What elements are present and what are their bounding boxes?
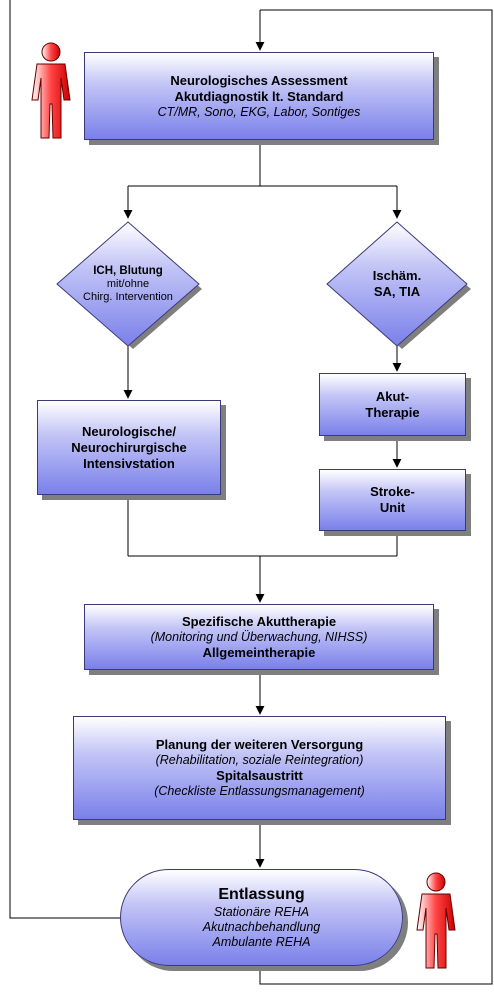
decision-ich-title: ICH, Blutung — [93, 265, 163, 277]
branch-connectors — [123, 346, 402, 468]
spezifisch-title: Spezifische Akuttherapie — [181, 613, 337, 629]
entlassung-title: Entlassung — [218, 886, 305, 903]
stroke-unit-line1: Stroke- — [370, 484, 415, 499]
assessment-title: Neurologisches Assessment — [170, 72, 348, 88]
entlassung-terminal: Entlassung Stationäre REHA Akutnachbehan… — [120, 869, 403, 966]
decision-isch-line1: Ischäm. — [372, 268, 422, 283]
feedback-loop-connector — [255, 9, 493, 985]
planung-detail: (Rehabilitation, soziale Reintegration) — [155, 753, 364, 767]
decision-ich-line3: Chirg. Intervention — [83, 291, 173, 303]
entlassung-line2: Akutnachbehandlung — [202, 920, 321, 934]
decision-isch-line2: SA, TIA — [373, 284, 421, 299]
stroke-unit-box: Stroke- Unit — [319, 469, 466, 531]
left-loop-connector — [9, 0, 128, 919]
assessment-detail: CT/MR, Sono, EKG, Labor, Sontiges — [157, 104, 361, 119]
decision-ich-line2: mit/ohne — [106, 278, 150, 290]
spezifische-akuttherapie-box: Spezifische Akuttherapie (Monitoring und… — [84, 604, 434, 670]
intensiv-line3: Intensivstation — [83, 455, 175, 471]
merge-connector — [127, 495, 398, 603]
planung-footer: Spitalsaustritt — [216, 768, 303, 783]
decision-diamond-isch — [326, 221, 471, 349]
decision-ich-label: ICH, Blutung mit/ohne Chirg. Interventio… — [60, 258, 196, 310]
spezifisch-detail: (Monitoring und Überwachung, NIHSS) — [150, 629, 368, 644]
spezifisch-footer: Allgemeintherapie — [202, 644, 316, 660]
akuttherapie-line2: Therapie — [365, 404, 420, 420]
entlassung-line1: Stationäre REHA — [213, 905, 310, 919]
decision-isch-label: Ischäm. SA, TIA — [337, 264, 457, 304]
decision-diamond-ich — [56, 221, 202, 349]
planung-footer-detail: (Checkliste Entlassungsmanagement) — [154, 784, 365, 798]
intensiv-line1: Neurologische/ — [82, 423, 176, 439]
intensivstation-box: Neurologische/ Neurochirurgische Intensi… — [37, 400, 221, 495]
akuttherapie-line1: Akut- — [375, 388, 410, 404]
person-figure-icon — [416, 872, 456, 969]
planung-box: Planung der weiteren Versorgung (Rehabil… — [73, 716, 446, 820]
assessment-box: Neurologisches Assessment Akutdiagnostik… — [84, 52, 434, 140]
akuttherapie-box: Akut- Therapie — [319, 373, 466, 436]
split-connector — [123, 140, 402, 219]
stroke-unit-line2: Unit — [379, 500, 406, 515]
person-figure-icon — [31, 42, 71, 139]
intensiv-line2: Neurochirurgische — [71, 439, 187, 455]
planung-title: Planung der weiteren Versorgung — [155, 737, 364, 752]
entlassung-line3: Ambulante REHA — [212, 935, 311, 949]
assessment-subtitle: Akutdiagnostik lt. Standard — [174, 88, 344, 104]
